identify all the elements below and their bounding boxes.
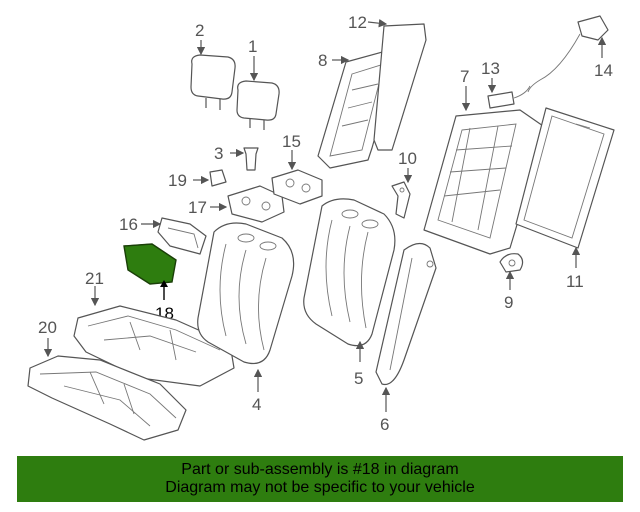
callout-6-group: 6 (380, 386, 391, 434)
callout-1: 1 (248, 37, 257, 56)
seat-cushion-part (73, 305, 235, 387)
callout-14: 14 (594, 61, 613, 80)
callout-9: 9 (504, 293, 513, 312)
callout-3-group: 3 (214, 144, 245, 163)
callout-17-group: 17 (188, 198, 228, 217)
callout-8-group: 8 (318, 51, 350, 70)
cover-cap-part (499, 253, 524, 273)
trim-cover-part (227, 185, 285, 223)
side-bolster-part (375, 242, 437, 386)
callout-21-group: 21 (85, 269, 104, 307)
callout-5-group: 5 (354, 340, 365, 388)
release-cable-part (527, 15, 609, 93)
headrest-left-part (190, 54, 236, 110)
callout-2: 2 (195, 21, 204, 40)
banner-line-1: Part or sub-assembly is #18 in diagram (181, 461, 459, 478)
callout-9-group: 9 (504, 270, 515, 312)
callout-6: 6 (380, 415, 389, 434)
callout-10: 10 (398, 149, 417, 168)
callout-20-group: 20 (38, 318, 57, 358)
callout-20: 20 (38, 318, 57, 337)
callout-7-group: 7 (460, 67, 471, 112)
callout-4: 4 (252, 395, 261, 414)
backrest-left-part (197, 222, 295, 365)
callout-10-group: 10 (398, 149, 417, 184)
info-banner: Part or sub-assembly is #18 in diagram D… (17, 456, 623, 502)
backrest-center-part (303, 198, 396, 347)
guide-sleeve-part (243, 147, 259, 171)
callout-1-group: 1 (248, 37, 259, 82)
callout-16-group: 16 (119, 215, 162, 234)
callout-4-group: 4 (252, 368, 263, 414)
callout-5: 5 (354, 369, 363, 388)
latch-part (487, 85, 531, 109)
bracket-part (157, 217, 207, 255)
callout-7: 7 (460, 67, 469, 86)
banner-line-2: Diagram may not be specific to your vehi… (165, 479, 475, 496)
backrest-frame-wide-part (423, 109, 547, 255)
callout-3: 3 (214, 144, 223, 163)
callout-12-group: 12 (348, 13, 388, 32)
callout-21: 21 (85, 269, 104, 288)
callout-13-group: 13 (481, 59, 500, 94)
callout-11: 11 (566, 272, 584, 291)
callout-15-group: 15 (282, 132, 301, 171)
clip-part (209, 169, 227, 187)
seat-frame-part (27, 355, 187, 441)
hinge-part (391, 181, 411, 219)
rear-panel-narrow-part (373, 23, 427, 151)
highlighted-part-18 (123, 243, 177, 285)
parts-diagram: 2 1 3 19 17 15 (27, 13, 615, 441)
headrest-right-part (236, 80, 280, 130)
callout-19: 19 (168, 171, 187, 190)
callout-11-group: 11 (566, 246, 584, 291)
callout-14-group: 14 (594, 36, 613, 80)
callout-2-group: 2 (195, 21, 206, 56)
callout-12: 12 (348, 13, 367, 32)
callout-19-group: 19 (168, 171, 210, 190)
callout-15: 15 (282, 132, 301, 151)
backrest-frame-narrow-part (317, 49, 395, 169)
upper-trim-part (271, 169, 323, 205)
callout-17: 17 (188, 198, 207, 217)
callout-16: 16 (119, 215, 138, 234)
callout-13: 13 (481, 59, 500, 78)
callout-8: 8 (318, 51, 327, 70)
